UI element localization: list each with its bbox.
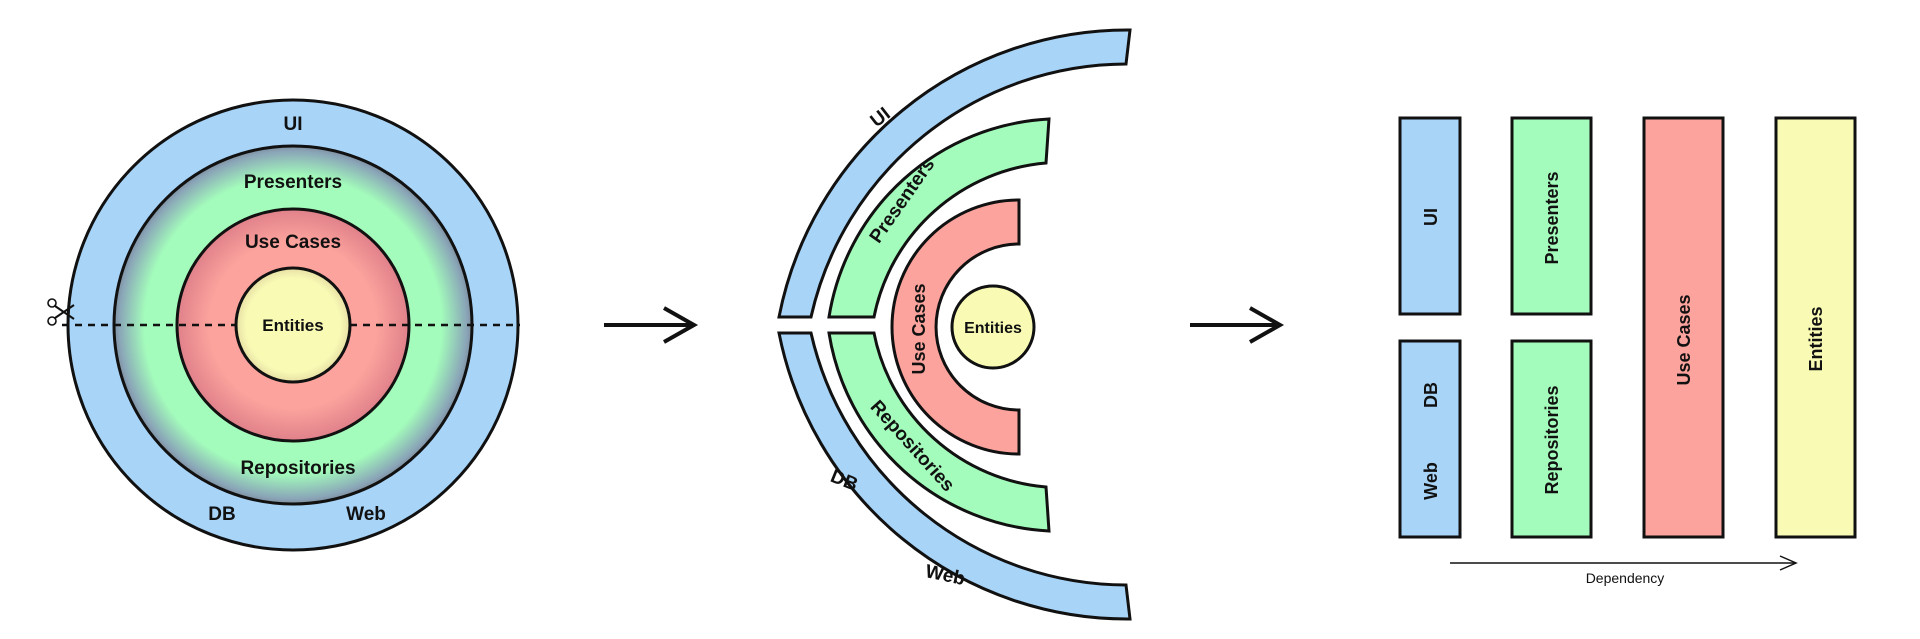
split-ui-arc <box>777 28 1132 319</box>
split-diagram: UI Presenters Use Cases Entities Reposit… <box>777 28 1132 621</box>
transform-arrow-1 <box>604 306 699 344</box>
column-ui <box>1398 116 1462 316</box>
concentric-diagram: UI Presenters Use Cases Entities Reposit… <box>47 98 520 552</box>
transform-arrow-2 <box>1190 306 1285 344</box>
concentric-presenters-label: Presenters <box>244 172 342 193</box>
concentric-entities-label: Entities <box>262 316 323 335</box>
dependency-arrow <box>1450 555 1798 571</box>
column-ui-label: UI <box>1421 208 1441 226</box>
columns-diagram: UI DB Web Presenters Repositories Use Ca… <box>1398 116 1857 586</box>
column-use-cases-label: Use Cases <box>1674 294 1694 385</box>
concentric-db-label: DB <box>208 504 235 525</box>
column-db-web <box>1398 339 1462 539</box>
column-presenters <box>1510 116 1593 316</box>
split-presenters-arc <box>827 117 1051 319</box>
column-repositories <box>1510 339 1593 539</box>
concentric-ui-label: UI <box>284 114 303 135</box>
column-entities <box>1774 116 1857 539</box>
column-repositories-label: Repositories <box>1542 385 1562 494</box>
concentric-repositories-label: Repositories <box>240 458 355 479</box>
split-use-cases-label: Use Cases <box>909 283 929 374</box>
scissors-icon <box>47 298 75 326</box>
column-entities-label: Entities <box>1806 306 1826 371</box>
column-use-cases <box>1642 116 1725 539</box>
dependency-label: Dependency <box>1586 570 1665 586</box>
column-web-label: Web <box>1421 462 1441 500</box>
concentric-web-label: Web <box>346 504 386 525</box>
column-db-label: DB <box>1421 382 1441 408</box>
split-repositories-arc <box>827 331 1051 533</box>
column-presenters-label: Presenters <box>1542 171 1562 264</box>
split-use-cases-arc <box>890 198 1021 456</box>
split-db-web-arc <box>777 331 1132 621</box>
split-entities-label: Entities <box>964 320 1022 337</box>
concentric-use-cases-label: Use Cases <box>245 232 341 253</box>
split-entities-core <box>950 284 1036 370</box>
